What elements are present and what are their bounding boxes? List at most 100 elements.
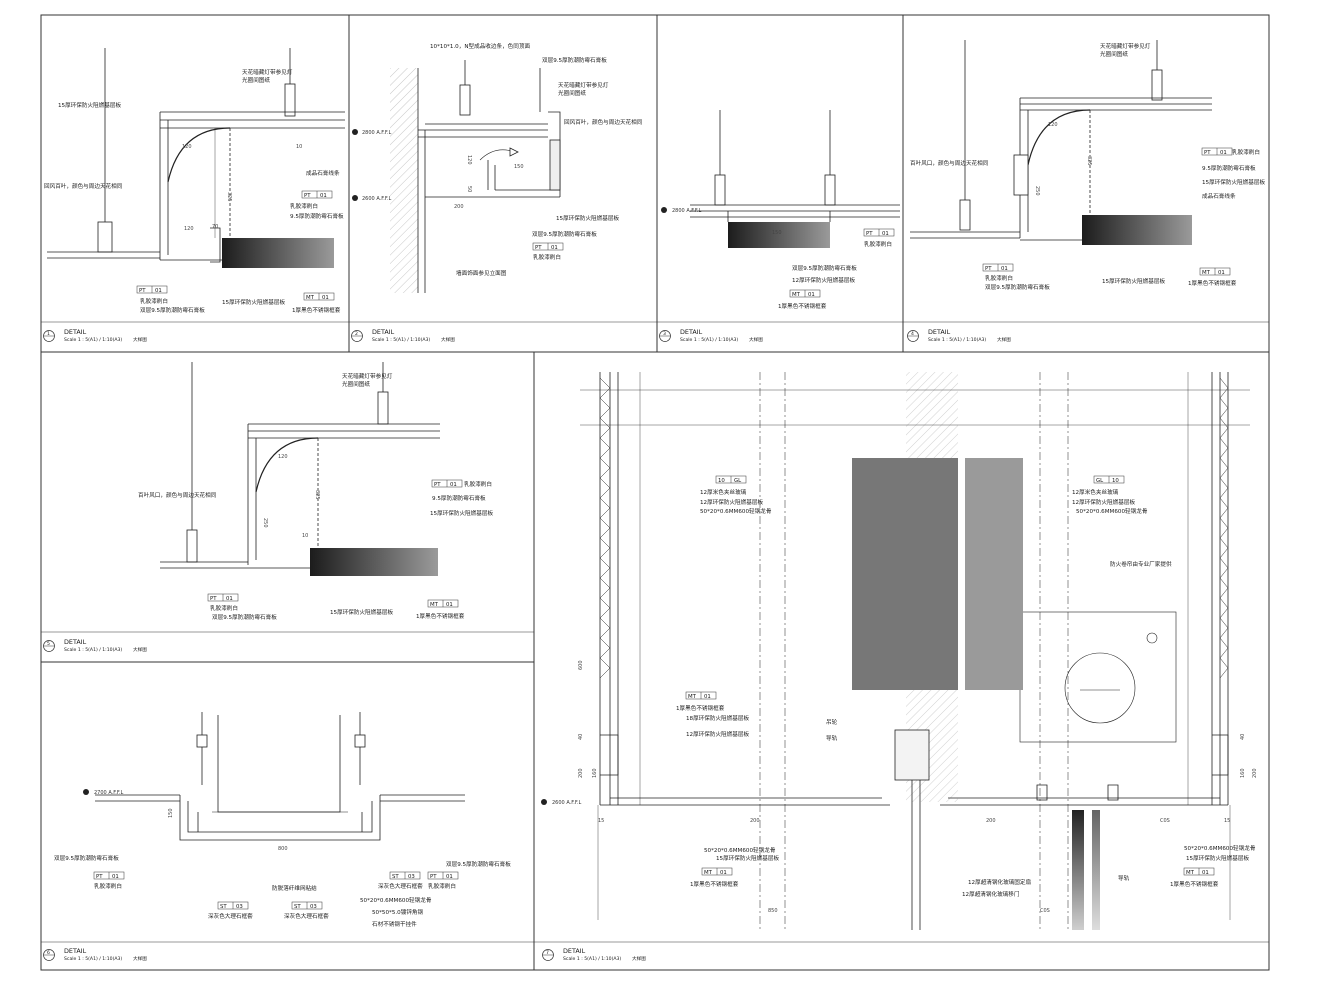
svg-text:250: 250 — [1034, 186, 1040, 196]
caption-7-type: 大样图 — [632, 955, 646, 962]
svg-text:MT: MT — [792, 292, 801, 298]
svg-text:乳胶漆刷白: 乳胶漆刷白 — [464, 480, 492, 488]
black-frame-block — [310, 548, 438, 576]
detail-7: 2600 A.F.F.L 10 GL 12厚米色夹丝玻璃 12厚环保防火阻燃基层… — [541, 372, 1258, 930]
svg-text:PT: PT — [434, 482, 441, 488]
svg-text:01: 01 — [1218, 270, 1225, 276]
caption-5-type: 大样图 — [133, 646, 147, 653]
svg-text:ST: ST — [294, 904, 301, 910]
d5-label-1: 光圈间图纸 — [342, 380, 370, 388]
glass-panel-left — [852, 458, 958, 690]
d4-label-3: 15厚环保防火阻燃基层板 — [1202, 178, 1265, 186]
d7-label-4: 防火卷帘由专业厂家提供 — [1110, 560, 1172, 568]
svg-text:70: 70 — [212, 224, 218, 230]
caption-4: 4 DETAIL Scale 1 : 5(A1) / 1:10(A3) 大样图 — [907, 328, 1011, 343]
svg-text:PT: PT — [96, 874, 103, 880]
detail-2: 10*10*1.0，N型成品收边条，色同顶面 双层9.5厚防潮防霉石膏板 天花暗… — [352, 42, 643, 293]
caption-2-title: DETAIL — [372, 328, 395, 336]
svg-text:2800 A.F.F.L: 2800 A.F.F.L — [362, 130, 392, 136]
svg-text:GL: GL — [1096, 478, 1103, 484]
d3-label-1: 12厚环保防火阻燃基层板 — [792, 276, 855, 284]
d2-tag-pt: PT 01 乳胶漆刷白 — [532, 242, 564, 261]
svg-text:120: 120 — [278, 454, 288, 460]
caption-1-type: 大样图 — [133, 336, 147, 343]
d2-label-6: 双层9.5厚防潮防霉石膏板 — [532, 230, 597, 238]
svg-text:乳胶漆刷白: 乳胶漆刷白 — [428, 882, 456, 890]
svg-text:乳胶漆刷白: 乳胶漆刷白 — [985, 274, 1013, 282]
d6-tag-st-left: ST 03 深灰色大理石框套 — [208, 901, 253, 920]
d7-label-3: 50*20*0.6MM600轻钢龙骨 — [1076, 507, 1148, 515]
svg-text:10: 10 — [302, 533, 308, 539]
svg-text:01: 01 — [1001, 266, 1008, 272]
svg-text:深灰色大理石框套: 深灰色大理石框套 — [208, 912, 253, 920]
svg-text:1厚黑色不锈钢框套: 1厚黑色不锈钢框套 — [778, 302, 827, 310]
svg-text:MT: MT — [1202, 270, 1211, 276]
svg-text:200: 200 — [986, 818, 996, 824]
svg-text:160: 160 — [1240, 768, 1246, 778]
svg-text:01: 01 — [720, 870, 727, 876]
svg-text:PT: PT — [304, 193, 311, 199]
svg-text:150: 150 — [772, 230, 782, 236]
caption-6-number: 6 — [47, 950, 50, 956]
d2-label-0: 10*10*1.0，N型成品收边条，色同顶面 — [430, 42, 530, 50]
d1-label-4: 成品石膏线条 — [306, 169, 340, 177]
d7-tag-gl-right: GL 10 12厚米色夹丝玻璃 — [1072, 475, 1125, 496]
d7-label-14: 50*20*0.6MM600轻钢龙骨 — [1184, 844, 1256, 852]
svg-text:325: 325 — [1086, 156, 1092, 166]
svg-text:50: 50 — [466, 186, 472, 192]
caption-3: 3 DETAIL Scale 1 : 5(A1) / 1:10(A3) 大样图 — [659, 328, 763, 343]
d5-label-5: 双层9.5厚防潮防霉石膏板 — [212, 613, 277, 621]
caption-2-type: 大样图 — [441, 336, 455, 343]
svg-text:MT: MT — [704, 870, 713, 876]
svg-text:12厚米色夹丝玻璃: 12厚米色夹丝玻璃 — [1072, 488, 1119, 496]
svg-text:2700 A.F.F.L: 2700 A.F.F.L — [94, 790, 124, 796]
svg-text:03: 03 — [236, 904, 243, 910]
d6-label-0: 双层9.5厚防潮防霉石膏板 — [54, 854, 119, 862]
d5-label-0: 天花暗藏灯带参见灯 — [342, 372, 393, 380]
d3-level: 2800 A.F.F.L — [661, 207, 702, 214]
d1-label-0: 天花暗藏灯带参见灯 — [242, 68, 293, 76]
d4-label-5: 百叶风口，颜色与周边天花相同 — [910, 159, 989, 167]
detail-3: 2800 A.F.F.L PT 01 乳胶漆刷白 双层9.5厚防潮防霉石膏板 1… — [661, 110, 900, 310]
d7-label-5: 18厚环保防火阻燃基层板 — [686, 714, 749, 722]
svg-text:PT: PT — [139, 288, 146, 294]
d6-level: 2700 A.F.F.L — [83, 789, 124, 796]
svg-text:120: 120 — [182, 144, 192, 150]
d7-tag-mt-right: MT 01 1厚黑色不锈钢框套 — [1170, 867, 1219, 888]
svg-text:乳胶漆刷白: 乳胶漆刷白 — [290, 202, 318, 210]
d6-label-4: 石材不锈钢干挂件 — [372, 920, 417, 928]
svg-text:01: 01 — [446, 874, 453, 880]
d7-label-11: 12厚超清钢化玻璃固定扇 — [968, 878, 1031, 886]
d7-label-12: 12厚超清钢化玻璃移门 — [962, 890, 1020, 898]
svg-text:1厚黑色不锈钢框套: 1厚黑色不锈钢框套 — [292, 306, 341, 314]
d4-label-1: 光圈间图纸 — [1100, 50, 1128, 58]
d7-label-8: 导轨 — [826, 734, 838, 742]
svg-text:MT: MT — [1186, 870, 1195, 876]
svg-text:01: 01 — [322, 295, 329, 301]
d4-label-2: 9.5厚防潮防霉石膏板 — [1202, 164, 1256, 172]
d6-label-3: 50*50*5.0镀锌角钢 — [372, 908, 424, 916]
d1-label-7: 15厚环保防火阻燃基层板 — [222, 298, 285, 306]
d4-label-7: 15厚环保防火阻燃基层板 — [1102, 277, 1165, 285]
d1-label-3: 回风百叶，颜色与周边天花相同 — [44, 182, 123, 190]
svg-text:1厚黑色不锈钢框套: 1厚黑色不锈钢框套 — [1188, 279, 1237, 287]
svg-text:150: 150 — [514, 164, 524, 170]
svg-text:10: 10 — [296, 144, 302, 150]
caption-3-scale: Scale 1 : 5(A1) / 1:10(A3) — [680, 337, 738, 343]
caption-6-scale: Scale 1 : 5(A1) / 1:10(A3) — [64, 956, 122, 962]
sheet-frame — [40, 14, 1270, 971]
svg-text:01: 01 — [446, 602, 453, 608]
d7-label-1: 50*20*0.6MM600轻钢龙骨 — [700, 507, 772, 515]
svg-text:01: 01 — [551, 245, 558, 251]
svg-text:01: 01 — [882, 231, 889, 237]
svg-text:15: 15 — [598, 818, 604, 824]
svg-text:01: 01 — [1220, 150, 1227, 156]
caption-4-title: DETAIL — [928, 328, 951, 336]
d2-label-4: 回风百叶，颜色与周边天花相同 — [564, 118, 643, 126]
svg-text:PT: PT — [430, 874, 437, 880]
svg-text:150: 150 — [168, 808, 174, 818]
d1-label-1: 光圈间图纸 — [242, 76, 270, 84]
caption-3-title: DETAIL — [680, 328, 703, 336]
d5-tag-pt-right: PT 01 乳胶漆刷白 — [431, 479, 492, 488]
